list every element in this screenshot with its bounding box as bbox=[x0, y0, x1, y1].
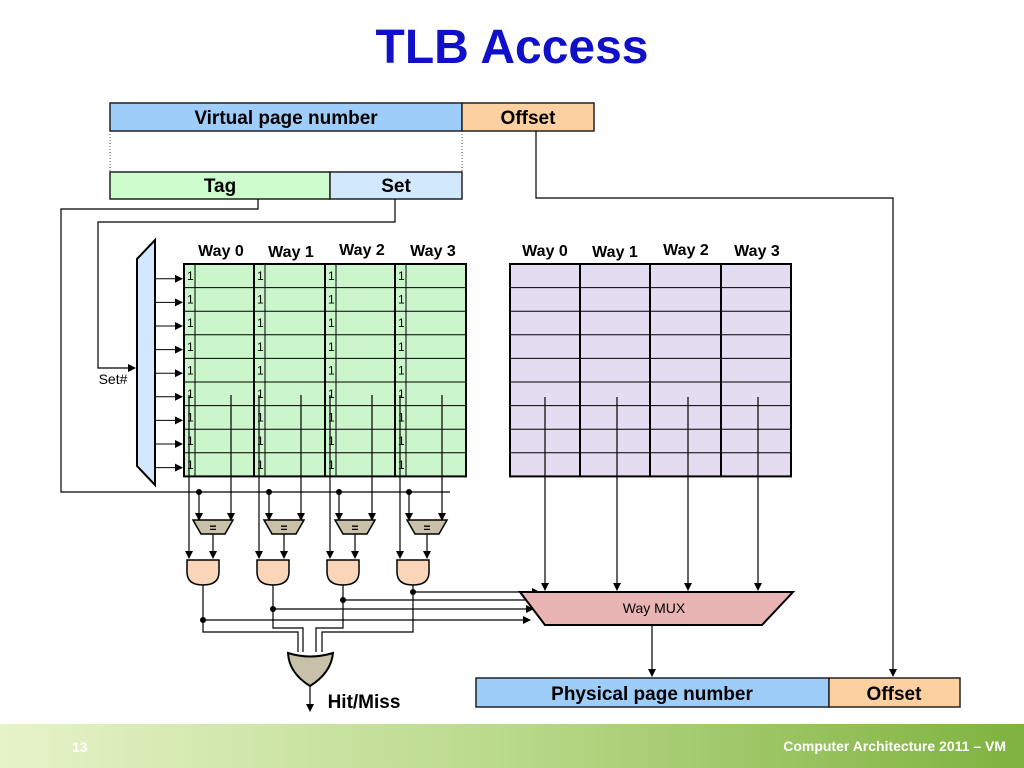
tlb-diagram: Virtual page number Offset Tag Set Set# … bbox=[60, 102, 961, 713]
data-way-labels: Way 0 Way 1 Way 2 Way 3 bbox=[522, 242, 780, 261]
data-way-label: Way 3 bbox=[734, 243, 780, 260]
or-input-wire bbox=[202, 620, 299, 652]
valid-bit: 1 bbox=[328, 434, 335, 448]
tag-label: Tag bbox=[204, 176, 236, 197]
valid-bit: 1 bbox=[398, 387, 405, 401]
valid-bit: 1 bbox=[187, 411, 194, 425]
or-input-wire bbox=[321, 592, 414, 652]
valid-bit: 1 bbox=[187, 316, 194, 330]
va-offset-label: Offset bbox=[501, 108, 557, 129]
tag-way-label: Way 0 bbox=[198, 243, 244, 260]
valid-bit: 1 bbox=[398, 363, 405, 377]
and-gate bbox=[326, 559, 360, 586]
valid-bit: 1 bbox=[257, 363, 264, 377]
tag-way-label: Way 2 bbox=[339, 242, 385, 259]
comparator-symbol: = bbox=[280, 521, 287, 535]
valid-bit: 1 bbox=[187, 363, 194, 377]
tag-comparator bbox=[262, 519, 306, 535]
set-wire bbox=[97, 199, 396, 372]
valid-bit: 1 bbox=[187, 458, 194, 472]
set-decoder bbox=[136, 237, 156, 488]
va-offset-field bbox=[461, 102, 595, 132]
vpn-label: Virtual page number bbox=[194, 108, 378, 129]
valid-bit: 1 bbox=[257, 293, 264, 307]
tag-array: 1 1 1 1 1 1 1 1 1 1 1 1 1 1 1 1 1 1 1 1 1 1 1 1 1 1 1 1 1 1 1 1 1 1 1 1 bbox=[183, 263, 467, 478]
footer-text: Computer Architecture 2011 – VM bbox=[783, 738, 1006, 754]
data-way-label: Way 2 bbox=[663, 242, 709, 259]
pa-offset-field bbox=[828, 677, 961, 708]
offset-wire bbox=[535, 131, 897, 677]
valid-bit: 1 bbox=[257, 340, 264, 354]
tag-way-label: Way 3 bbox=[410, 243, 456, 260]
set-label: Set bbox=[381, 176, 411, 197]
comparator-symbol: = bbox=[423, 521, 430, 535]
vpn-field bbox=[109, 102, 463, 132]
valid-bit: 1 bbox=[398, 340, 405, 354]
tag-way-label: Way 1 bbox=[268, 244, 314, 261]
valid-bit: 1 bbox=[187, 434, 194, 448]
comparator-symbol: = bbox=[209, 521, 216, 535]
data-way-label: Way 1 bbox=[592, 244, 638, 261]
and-gate bbox=[256, 559, 290, 586]
data-way-label: Way 0 bbox=[522, 243, 568, 260]
valid-bit: 1 bbox=[328, 269, 335, 283]
or-input-wire bbox=[315, 600, 344, 652]
slide-title: TLB Access bbox=[375, 21, 649, 74]
hit-miss-label: Hit/Miss bbox=[328, 692, 401, 713]
or-gate bbox=[286, 651, 335, 688]
and-gate bbox=[186, 559, 220, 586]
valid-bit: 1 bbox=[398, 293, 405, 307]
valid-bit: 1 bbox=[398, 269, 405, 283]
tag-comparator bbox=[405, 519, 449, 535]
tag-comparator bbox=[191, 519, 235, 535]
valid-bit: 1 bbox=[398, 434, 405, 448]
valid-bit: 1 bbox=[398, 458, 405, 472]
valid-bit: 1 bbox=[328, 316, 335, 330]
set-decoder-label: Set# bbox=[99, 371, 128, 387]
valid-bit: 1 bbox=[187, 293, 194, 307]
valid-bit: 1 bbox=[257, 458, 264, 472]
valid-bit: 1 bbox=[328, 363, 335, 377]
way-mux-label: Way MUX bbox=[623, 600, 686, 616]
valid-bit: 1 bbox=[328, 340, 335, 354]
valid-bit: 1 bbox=[328, 458, 335, 472]
comparator-symbol: = bbox=[351, 521, 358, 535]
valid-bit: 1 bbox=[187, 340, 194, 354]
tag-way-labels: Way 0 Way 1 Way 2 Way 3 bbox=[198, 242, 456, 261]
data-array bbox=[509, 263, 792, 478]
way-mux bbox=[517, 591, 796, 626]
decoder-select-lines bbox=[155, 274, 183, 472]
valid-bit: 1 bbox=[328, 411, 335, 425]
valid-bit: 1 bbox=[328, 293, 335, 307]
valid-bit: 1 bbox=[398, 316, 405, 330]
valid-bit: 1 bbox=[328, 387, 335, 401]
valid-bit: 1 bbox=[257, 316, 264, 330]
valid-bit: 1 bbox=[187, 387, 194, 401]
footer-bar: 13 Computer Architecture 2011 – VM bbox=[0, 724, 1024, 768]
or-input-wire bbox=[272, 609, 304, 652]
ppn-field bbox=[475, 677, 830, 708]
and-gate bbox=[396, 559, 430, 586]
valid-bit: 1 bbox=[187, 269, 194, 283]
ppn-label: Physical page number bbox=[551, 684, 753, 705]
set-field bbox=[329, 171, 463, 200]
page-number: 13 bbox=[72, 739, 88, 755]
valid-bit: 1 bbox=[257, 434, 264, 448]
tag-wire bbox=[60, 199, 450, 493]
tag-comparator bbox=[333, 519, 377, 535]
valid-bit: 1 bbox=[398, 411, 405, 425]
pa-offset-label: Offset bbox=[867, 684, 923, 705]
valid-bit: 1 bbox=[257, 387, 264, 401]
valid-bit: 1 bbox=[257, 411, 264, 425]
valid-bit: 1 bbox=[257, 269, 264, 283]
hit-logic: = = = = bbox=[185, 395, 762, 652]
